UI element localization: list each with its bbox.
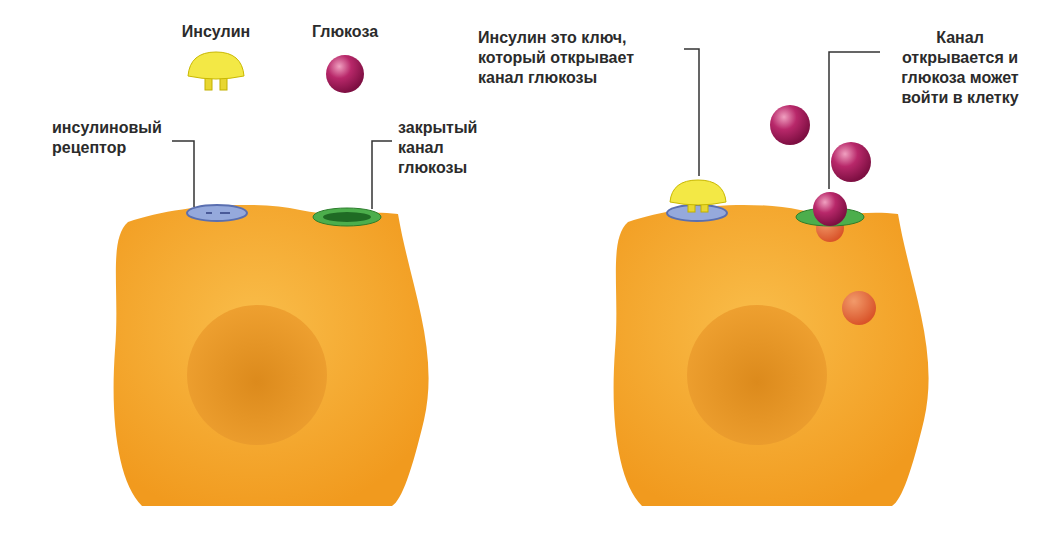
- legend-text: Инсулин: [170, 22, 262, 42]
- cell: [114, 205, 429, 506]
- glucose: [831, 142, 871, 182]
- cell: [614, 205, 929, 506]
- leader-line: [172, 141, 392, 209]
- callout-label: инсулиновый рецептор: [52, 118, 170, 158]
- glucose-inside: [842, 291, 876, 325]
- insulin-receptor: [187, 205, 247, 221]
- glucose-channel-open: [796, 192, 864, 242]
- glucose-channel-closed: [313, 208, 381, 226]
- legend-text: Глюкоза: [300, 22, 390, 42]
- leader-line: [684, 49, 880, 189]
- insulin-bound: [670, 180, 726, 212]
- glucose: [770, 105, 810, 145]
- insulin-icon: [188, 52, 244, 90]
- callout-label: Канал открывается и глюкоза может войти …: [884, 28, 1036, 108]
- callout-label: Инсулин это ключ, который открывает кана…: [478, 28, 678, 88]
- insulin-receptor: [667, 205, 727, 221]
- callout-label: закрытый канал глюкозы: [398, 118, 493, 178]
- glucose-icon: [326, 55, 364, 93]
